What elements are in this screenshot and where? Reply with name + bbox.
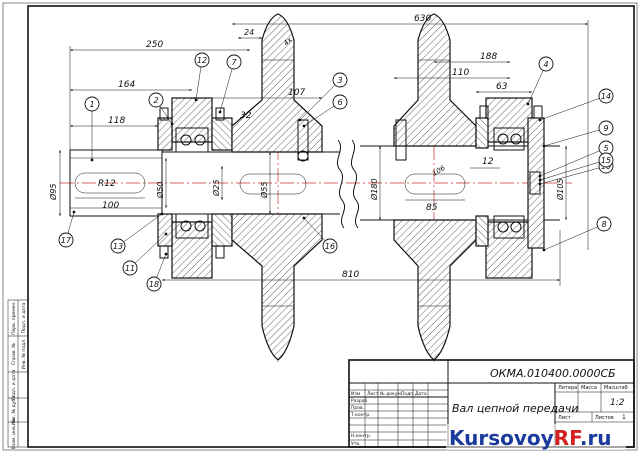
dim-110: 110 bbox=[452, 68, 469, 78]
position-number: 8 bbox=[601, 220, 606, 229]
position-number: 15 bbox=[601, 156, 611, 165]
sheet-label: Лист bbox=[558, 415, 571, 421]
dim-12: 12 bbox=[482, 157, 494, 167]
position-marker bbox=[146, 276, 162, 292]
dim-phi180: Ø180 bbox=[369, 178, 379, 201]
title-block-column: Подп. bbox=[401, 391, 415, 397]
side-label: Перв. примен. bbox=[11, 301, 17, 335]
position-marker bbox=[84, 96, 100, 112]
position-number: 17 bbox=[61, 236, 72, 245]
position-number: 2 bbox=[153, 96, 158, 105]
title-block-row: Разраб. bbox=[351, 398, 369, 404]
dim-118: 118 bbox=[108, 116, 125, 126]
dimension-texts: 630 250 24 4x 164 118 107 32 188 110 63 … bbox=[48, 14, 565, 280]
watermark-rf: RF bbox=[554, 426, 581, 450]
position-number: 12 bbox=[197, 56, 207, 65]
position-number: 4 bbox=[543, 60, 548, 69]
dim-phi50: Ø50 bbox=[155, 182, 165, 199]
position-number: 18 bbox=[149, 280, 159, 289]
position-number: 16 bbox=[325, 242, 335, 251]
title-block-column: Изм bbox=[351, 391, 360, 397]
position-marker bbox=[110, 238, 126, 254]
dim-164: 164 bbox=[118, 80, 135, 90]
title-block-column: № докум. bbox=[380, 391, 402, 397]
position-marker bbox=[332, 72, 348, 88]
dim-phi95: Ø95 bbox=[48, 184, 58, 201]
position-marker bbox=[148, 92, 164, 108]
side-label: Инв. № подл. bbox=[21, 338, 27, 369]
title-block-row: Т.контр. bbox=[350, 412, 371, 418]
dimension-lines bbox=[59, 20, 589, 286]
side-label: Подп. и дата bbox=[11, 369, 17, 400]
title-block-row: Пров. bbox=[351, 405, 364, 411]
svg-text:KursovoyRF.ru: KursovoyRF.ru bbox=[449, 426, 612, 450]
left-sprocket bbox=[231, 13, 323, 361]
dim-phi55: Ø55 bbox=[259, 182, 269, 199]
dim-107: 107 bbox=[288, 88, 305, 98]
dim-106: 106 bbox=[431, 164, 447, 178]
position-number: 3 bbox=[337, 76, 342, 85]
position-number: 11 bbox=[125, 264, 135, 273]
right-bearing-housing bbox=[475, 97, 545, 279]
side-label: Справ. № bbox=[11, 343, 17, 365]
dim-63: 63 bbox=[496, 82, 508, 92]
position-marker bbox=[122, 260, 138, 276]
dim-r12: R12 bbox=[98, 179, 116, 189]
position-number: 13 bbox=[113, 242, 123, 251]
position-number: 9 bbox=[603, 124, 608, 133]
position-number: 1 bbox=[89, 100, 94, 109]
dim-phi105: Ø105 bbox=[555, 178, 565, 201]
scale-value: 1:2 bbox=[610, 398, 625, 408]
title-block-column: Дата bbox=[415, 391, 427, 397]
position-marker bbox=[332, 94, 348, 110]
watermark-ru: .ru bbox=[580, 426, 612, 450]
dim-24: 24 bbox=[244, 28, 254, 37]
position-marker bbox=[598, 152, 614, 168]
position-number: 14 bbox=[601, 92, 611, 101]
dim-188: 188 bbox=[480, 52, 497, 62]
scale-header: Масштаб bbox=[604, 385, 628, 391]
title-block-column: Лист bbox=[367, 391, 379, 397]
right-sprocket bbox=[393, 13, 477, 361]
title-block-row: Н.контр. bbox=[351, 433, 371, 439]
position-marker bbox=[194, 52, 210, 68]
title-block-rows: Разраб.Пров.Т.контр. Н.контр. Утв. bbox=[350, 398, 371, 447]
dim-100: 100 bbox=[102, 201, 119, 211]
side-label: Взам. инв. № bbox=[11, 418, 17, 449]
sheets-label: Листов bbox=[595, 415, 614, 421]
shaft-input-end bbox=[69, 149, 163, 217]
position-marker bbox=[226, 54, 242, 70]
side-label: Инв. № дубл. bbox=[11, 395, 17, 426]
position-marker bbox=[58, 232, 74, 248]
position-number: 6 bbox=[337, 98, 342, 107]
position-marker bbox=[596, 216, 612, 232]
watermark-kursovoy: Kursovoy bbox=[449, 426, 554, 450]
mass-header: Масса bbox=[581, 385, 597, 391]
side-label: Подп. и дата bbox=[21, 302, 27, 333]
position-number: 7 bbox=[231, 58, 237, 67]
dim-85: 85 bbox=[426, 203, 438, 213]
position-marker bbox=[598, 88, 614, 104]
position-marker bbox=[538, 56, 554, 72]
position-callouts: 123456789101112131415161718 bbox=[58, 52, 614, 292]
shaft-assembly bbox=[60, 13, 572, 362]
drawing-name: Вал цепной передачи bbox=[452, 402, 579, 415]
position-number: 5 bbox=[603, 144, 608, 153]
site-watermark: KursovoyRF.ru bbox=[446, 424, 626, 450]
position-marker bbox=[322, 238, 338, 254]
dim-630: 630 bbox=[414, 14, 431, 24]
drawing-designation: ОКМА.010400.0000СБ bbox=[490, 367, 616, 380]
sheets-count: 1 bbox=[622, 414, 626, 421]
dim-250: 250 bbox=[146, 40, 163, 50]
dim-phi25: Ø25 bbox=[211, 180, 221, 197]
position-marker bbox=[598, 120, 614, 136]
title-block-row: Утв. bbox=[351, 441, 360, 447]
dim-32: 32 bbox=[240, 111, 252, 121]
dim-810: 810 bbox=[342, 270, 359, 280]
lit-header: Литера bbox=[558, 385, 577, 391]
